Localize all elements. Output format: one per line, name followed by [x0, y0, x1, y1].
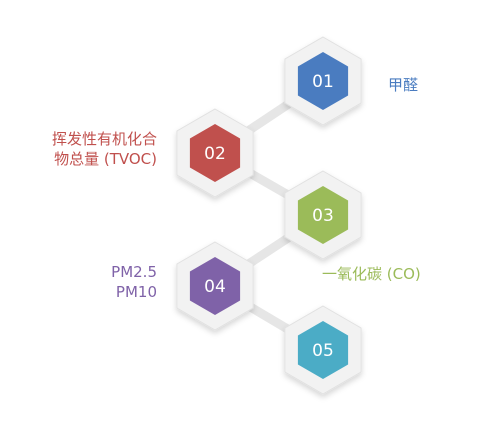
label-line: PM10: [116, 283, 157, 301]
nodes: 01 02 03 04 05: [176, 36, 362, 395]
label-line: 挥发性有机化合: [52, 130, 157, 148]
hexagon-core: [189, 257, 241, 315]
node-number: 04: [204, 277, 226, 297]
label-line: 一氧化碳 (CO): [322, 265, 421, 283]
hexagon-node-04: 04: [176, 241, 254, 331]
label-line: 甲醛: [388, 76, 418, 94]
node-number: 01: [312, 72, 334, 92]
hexagon-node-03: 03: [284, 170, 362, 260]
label-line: 物总量 (TVOC): [54, 150, 157, 168]
hexagon-node-01: 01: [284, 36, 362, 126]
node-number: 05: [312, 341, 334, 361]
hexagon-node-05: 05: [284, 305, 362, 395]
hexagon-core: [297, 52, 349, 110]
hexagon-core: [189, 124, 241, 182]
node-number: 03: [312, 206, 334, 226]
hexagon-core: [297, 186, 349, 244]
node-label-02: 挥发性有机化合物总量 (TVOC): [52, 130, 157, 168]
hexagon-node-02: 02: [176, 108, 254, 198]
node-number: 02: [204, 144, 226, 164]
node-label-03: 一氧化碳 (CO): [322, 265, 421, 283]
hexagon-core: [297, 321, 349, 379]
label-line: PM2.5: [111, 263, 157, 281]
node-label-01: 甲醛: [388, 76, 418, 94]
